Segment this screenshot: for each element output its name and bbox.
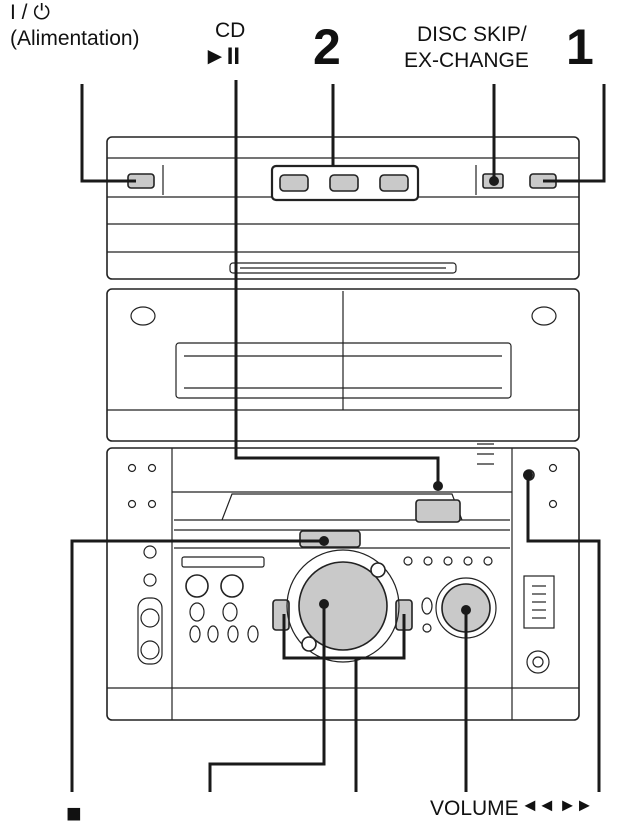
cd-play-pause-symbol: ►II (203, 43, 241, 70)
ex-change-label: EX-CHANGE (404, 49, 529, 72)
cassette-deck-unit (106, 288, 580, 442)
disc-2-button[interactable] (329, 174, 359, 192)
power-symbol-label: I / ⏻ (10, 1, 50, 24)
leader-lines (70, 80, 606, 792)
callout-1: 1 (566, 19, 594, 75)
skip-arrows-symbol: ◄◄ ►► (521, 795, 593, 815)
disc-skip-label: DISC SKIP/ (417, 23, 527, 46)
cd-label: CD (215, 19, 246, 42)
volume-label: VOLUME (430, 797, 519, 820)
amplifier-unit (106, 443, 580, 721)
stop-button[interactable] (299, 530, 361, 548)
disc-3-button[interactable] (379, 174, 409, 192)
cd-changer-unit (106, 136, 580, 280)
jog-dial[interactable] (298, 561, 388, 651)
callout-2: 2 (313, 19, 341, 75)
disc-1-button[interactable] (279, 174, 309, 192)
cd-play-pause-button[interactable] (415, 499, 461, 523)
power-alimentation-label: (Alimentation) (10, 27, 140, 50)
